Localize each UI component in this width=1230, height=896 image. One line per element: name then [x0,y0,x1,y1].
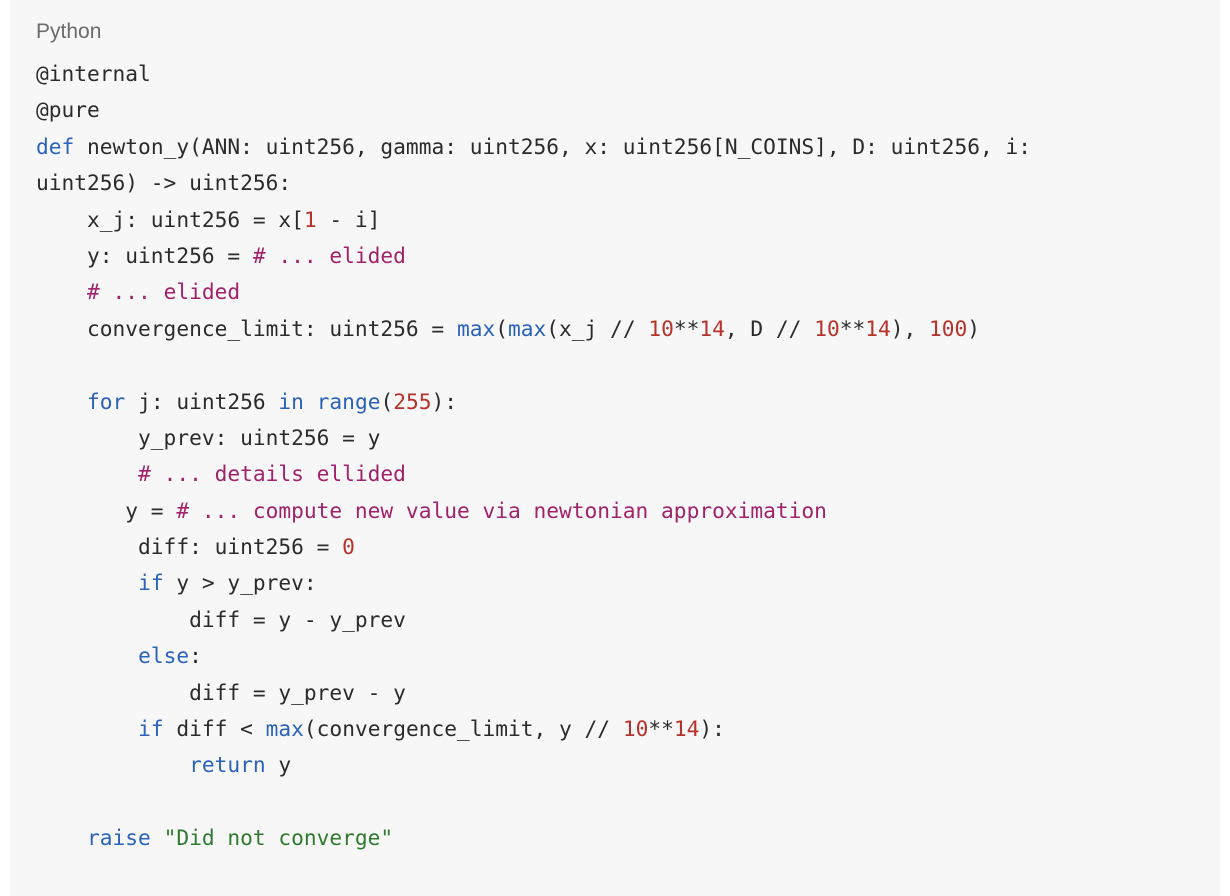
code-token-kw: range [316,388,381,414]
code-token-kw: if [138,716,164,742]
code-token-kw: else [138,643,190,669]
code-token-plain: ): [699,716,725,742]
code-token-plain: uint256) -> uint256: [36,170,292,196]
code-token-plain: diff < [163,716,266,742]
code-token-kw: raise [87,825,151,851]
code-line: diff: uint256 = 0 [36,529,1220,565]
code-token-kw: return [189,752,266,778]
code-token-plain: - i] [316,206,381,232]
code-token-plain [36,279,87,304]
code-line: return y [36,747,1220,783]
code-token-plain: y: uint256 = [36,242,253,268]
code-token-num: 14 [865,315,891,341]
code-line [36,784,1220,820]
code-token-num: 10 [648,315,674,341]
code-token-num: 14 [673,716,700,742]
code-token-plain: x_j: uint256 = x[ [36,206,304,232]
code-token-plain: : [189,643,202,669]
code-token-plain: newton_y(ANN: uint256, gamma: uint256, x… [74,133,1031,159]
code-token-plain [36,643,138,668]
code-token-plain: y_prev: uint256 = y [36,424,381,450]
code-token-plain [151,825,164,850]
code-line: @pure [36,92,1220,128]
code-token-str: "Did not converge" [163,825,394,851]
code-token-kw: in [278,388,304,414]
code-token-plain: y [265,752,292,778]
code-token-cmt: # ... compute new value via newtonian ap… [176,497,827,523]
code-token-num: 255 [393,388,432,414]
code-token-plain: (convergence_limit, y // [303,716,623,742]
code-token-plain [304,389,317,414]
code-token-plain: convergence_limit: uint256 = [36,315,457,341]
code-token-plain: ), [890,315,930,341]
code-token-kw: max [456,315,496,341]
code-line: @internal [36,56,1220,92]
code-line: for j: uint256 in range(255): [36,384,1220,420]
code-block: Python @internal @pure def newton_y(ANN: u… [10,0,1220,896]
code-line: x_j: uint256 = x[1 - i] [36,202,1220,238]
code-line: def newton_y(ANN: uint256, gamma: uint25… [36,129,1220,165]
code-token-num: 1 [303,206,317,232]
code-token-plain: diff = y_prev - y [36,679,406,705]
code-token-plain [36,825,87,850]
code-token-num: 0 [342,534,355,560]
code-token-num: 10 [622,716,649,742]
code-token-plain: , D // [724,315,815,341]
code-line: convergence_limit: uint256 = max(max(x_j… [36,311,1220,347]
code-line: if diff < max(convergence_limit, y // 10… [36,711,1220,747]
code-token-kw: for [87,388,126,414]
code-token-plain: ) [967,315,981,341]
code-token-plain [36,389,87,414]
code-token-plain: y > y_prev: [163,570,317,596]
code-line: diff = y - y_prev [36,602,1220,638]
code-token-cmt: # ... details ellided [138,461,406,487]
code-token-kw: def [36,133,75,159]
code-line: raise "Did not converge" [36,820,1220,856]
code-line: uint256) -> uint256: [36,165,1220,201]
code-token-plain: ): [431,388,458,414]
code-token-plain: diff: uint256 = [36,534,343,560]
code-token-plain: @pure [36,97,100,123]
code-token-num: 100 [929,315,968,341]
code-token-plain: j: uint256 [125,388,279,414]
code-token-plain [36,570,138,595]
code-token-plain [36,752,189,777]
code-token-kw: max [508,315,547,341]
code-token-plain: diff = y - y_prev [36,606,406,632]
code-token-plain: (x_j // [546,315,649,341]
code-token-plain: y = [36,497,177,523]
code-token-kw: if [138,570,164,596]
code-token-plain: ** [839,315,866,341]
code-token-plain [36,716,138,741]
code-token-cmt: # ... elided [87,279,241,305]
code-token-kw: max [265,716,304,742]
code-token-plain: ** [673,315,700,341]
code-line [36,347,1220,383]
code-token-cmt: # ... elided [252,242,406,268]
code-token-plain: ( [495,315,508,341]
code-line: y: uint256 = # ... elided [36,238,1220,274]
code-line: # ... elided [36,274,1220,310]
code-token-num: 10 [814,315,840,341]
code-line: diff = y_prev - y [36,675,1220,711]
code-token-plain: ( [380,388,394,414]
code-line: # ... details ellided [36,456,1220,492]
code-line: y = # ... compute new value via newtonia… [36,493,1220,529]
code-token-plain [36,461,138,486]
language-label: Python [36,20,102,43]
code-token-num: 14 [699,315,725,341]
code-line: y_prev: uint256 = y [36,420,1220,456]
code-listing: @internal @pure def newton_y(ANN: uint256,… [36,56,1220,857]
code-token-plain: @internal [36,61,151,86]
code-token-plain: ** [648,716,674,742]
code-line: else: [36,638,1220,674]
code-line: if y > y_prev: [36,565,1220,601]
